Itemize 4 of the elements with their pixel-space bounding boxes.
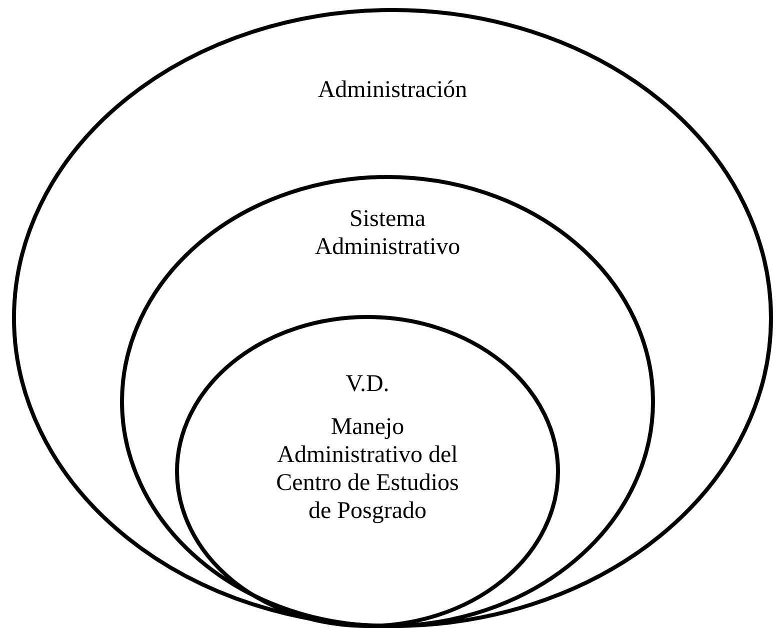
inner-description: Manejo Administrativo del Centro de Estudios de Posgrado — [275, 413, 460, 525]
outer-label: Administración — [316, 76, 468, 104]
middle-label: Sistema Administrativo — [314, 205, 462, 261]
inner-heading: V.D. — [344, 370, 390, 398]
